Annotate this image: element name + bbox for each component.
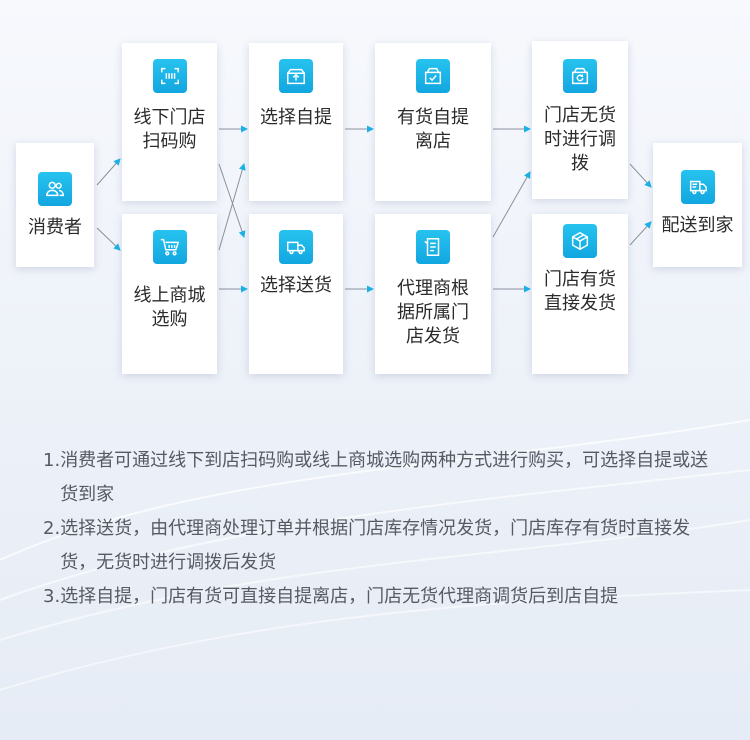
node-no-stock-transfer: 门店无货 时进行调 拨 [532, 41, 628, 199]
truck-icon [279, 230, 313, 264]
node-home-delivery: 配送到家 [653, 143, 742, 267]
node-agent-ship: 代理商根 据所属门 店发货 [375, 214, 491, 374]
node-label: 选择自提 [260, 107, 332, 128]
arrow-consumer-offline [96, 158, 121, 186]
note-item: 3. 选择自提，门店有货可直接自提离店，门店无货代理商调货后到店自提 [43, 580, 723, 614]
note-item: 1. 消费者可通过线下到店扫码购或线上商城选购两种方式进行购买，可选择自提或送货… [43, 444, 723, 512]
note-number: 1. [43, 450, 61, 471]
cart-icon [152, 230, 187, 264]
arrow-online-pickup [218, 163, 246, 251]
bag-check-icon [416, 59, 450, 93]
node-label: 配送到家 [661, 215, 734, 236]
node-offline-scan: 线下门店 扫码购 [122, 43, 217, 201]
note-text: 消费者可通过线下到店扫码购或线上商城选购两种方式进行购买，可选择自提或送货到家 [60, 450, 709, 505]
node-label: 线上商城 选购 [133, 285, 206, 330]
notes-list: 1. 消费者可通过线下到店扫码购或线上商城选购两种方式进行购买，可选择自提或送货… [43, 444, 723, 614]
box-upload-icon [279, 59, 313, 93]
node-label: 门店无货 时进行调 拨 [544, 105, 616, 174]
package-icon [563, 224, 597, 258]
node-label: 选择送货 [260, 275, 332, 296]
node-online-mall: 线上商城 选购 [122, 214, 217, 374]
arrow-instockship-home [629, 221, 652, 246]
node-instock-ship: 门店有货 直接发货 [532, 214, 628, 374]
note-text: 选择自提，门店有货可直接自提离店，门店无货代理商调货后到店自提 [60, 586, 619, 607]
node-label: 代理商根 据所属门 店发货 [397, 278, 469, 347]
bag-refresh-icon [563, 59, 597, 93]
note-text: 选择送货，由代理商处理订单并根据门店库存情况发货，门店库存有货时直接发货，无货时… [60, 518, 691, 573]
node-instock-leave: 有货自提 离店 [375, 43, 491, 201]
arrow-agent-nostock [492, 171, 531, 238]
document-list-icon [416, 230, 450, 264]
arrow-nostock-home [629, 163, 652, 188]
node-choose-pickup: 选择自提 [249, 43, 343, 201]
users-icon [38, 172, 72, 206]
node-choose-delivery: 选择送货 [249, 214, 343, 374]
node-label: 线下门店 扫码购 [133, 107, 206, 152]
note-number: 3. [43, 586, 61, 607]
node-label: 有货自提 离店 [397, 107, 469, 152]
arrow-offline-delivery [218, 163, 246, 238]
node-label: 门店有货 直接发货 [544, 269, 616, 314]
note-item: 2. 选择送货，由代理商处理订单并根据门店库存情况发货，门店库存有货时直接发货，… [43, 512, 723, 580]
delivery-truck-icon [680, 170, 715, 204]
node-label: 消费者 [28, 217, 82, 238]
node-consumer: 消费者 [16, 143, 94, 267]
flow-connectors [96, 125, 652, 293]
note-number: 2. [43, 518, 61, 539]
scan-icon [152, 59, 187, 93]
arrow-consumer-online [96, 227, 121, 251]
